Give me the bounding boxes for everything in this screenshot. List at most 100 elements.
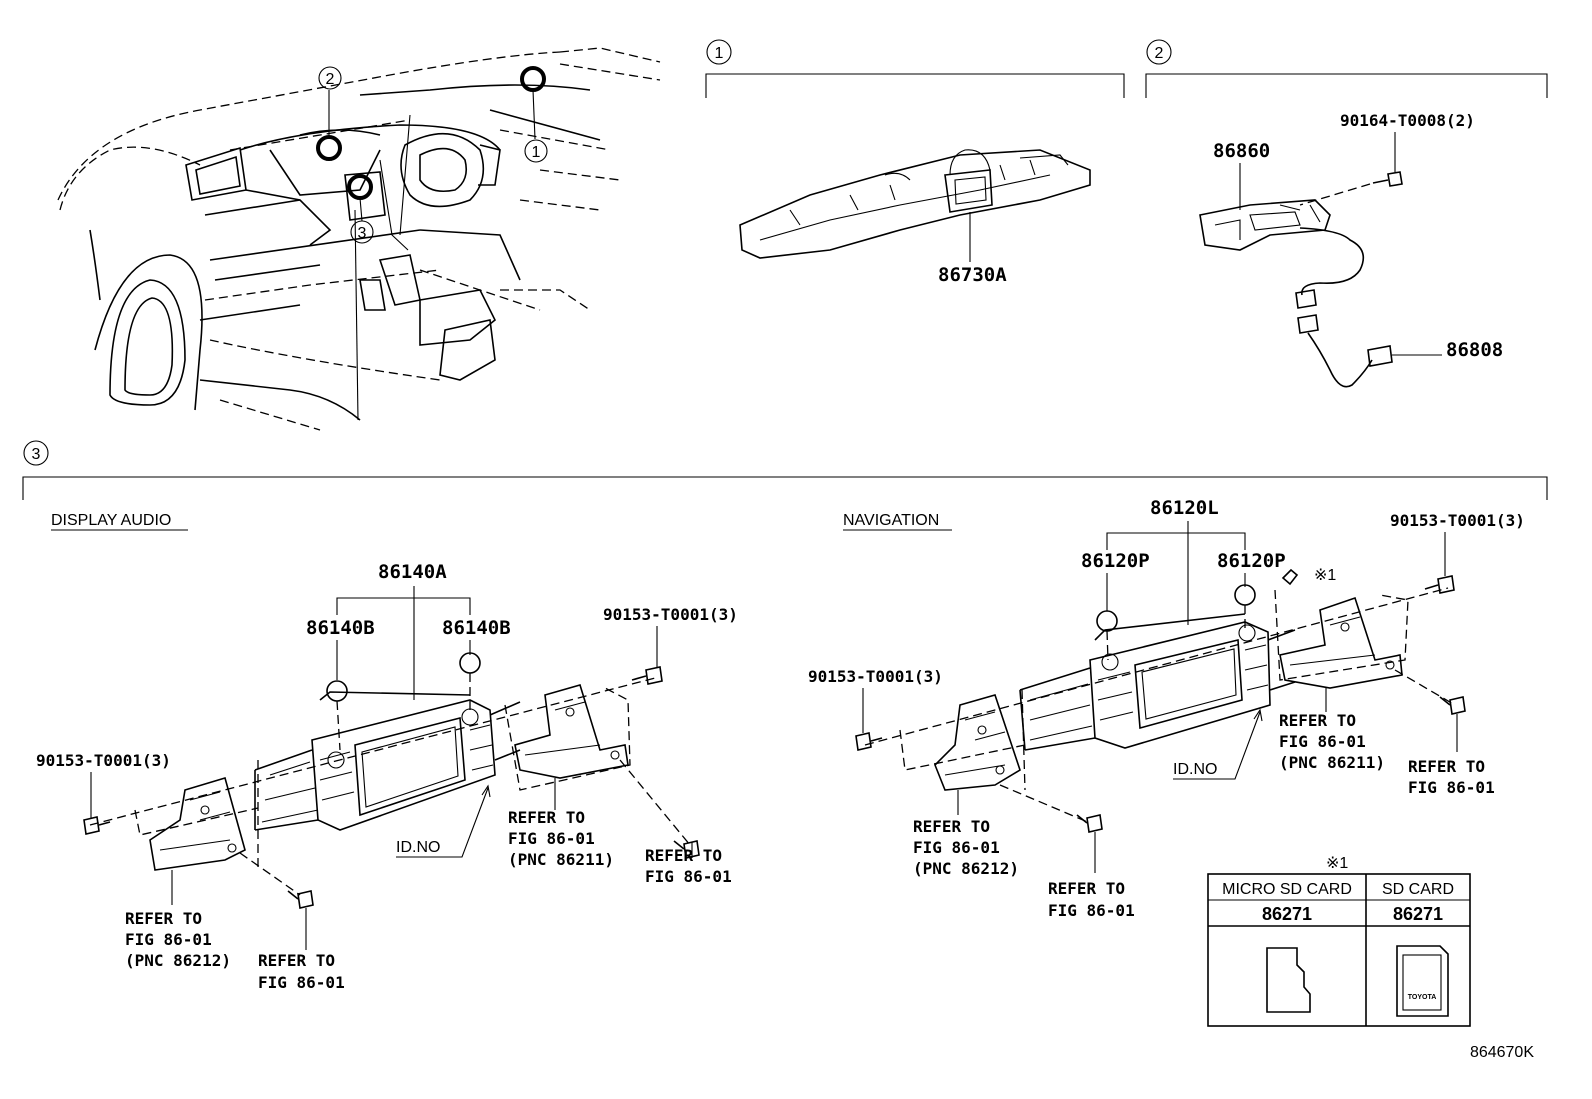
vehicle-interior-illustration (57, 47, 661, 431)
bracket-da-right-illustration (514, 684, 629, 779)
svg-text:FIG 86-01: FIG 86-01 (1048, 901, 1135, 920)
knob-86140B-right (459, 652, 481, 674)
id-no-nav: ID.NO (1173, 761, 1217, 778)
bolt-nav-right (1424, 575, 1455, 594)
location-marker-3 (347, 174, 373, 200)
part-90153-nav-right: 90153-T0001(3) (1390, 511, 1525, 530)
knob-86120P-right (1234, 584, 1256, 606)
overview-callout-1: 1 (524, 139, 548, 163)
knob-86120P-left (1096, 610, 1118, 632)
knob-86140B-left (326, 680, 348, 702)
part-90153-nav-left: 90153-T0001(3) (808, 667, 943, 686)
part-86120P-right: 86120P (1217, 550, 1286, 572)
id-no-da: ID.NO (396, 839, 440, 856)
svg-text:3: 3 (358, 225, 367, 242)
svg-text:FIG 86-01: FIG 86-01 (1408, 778, 1495, 797)
nav-axis-line (864, 587, 1449, 746)
svg-text:REFER TO: REFER TO (258, 951, 335, 970)
svg-text:FIG 86-01: FIG 86-01 (1279, 732, 1366, 751)
svg-text:3: 3 (32, 446, 41, 463)
bolt-90164 (1372, 171, 1403, 187)
ref-da-left: REFER TO FIG 86-01 (PNC 86212) (125, 909, 231, 970)
svg-text:REFER TO: REFER TO (1279, 711, 1356, 730)
part-86860: 86860 (1213, 140, 1270, 162)
part-86120P-left: 86120P (1081, 550, 1150, 572)
part-90164-T0008: 90164-T0008(2) (1340, 111, 1475, 130)
part-86140A: 86140A (378, 561, 447, 583)
svg-text:FIG 86-01: FIG 86-01 (125, 930, 212, 949)
bolt-da-right (631, 666, 663, 685)
bracket-nav-right-illustration (1279, 596, 1403, 689)
ref-nav-left: REFER TO FIG 86-01 (PNC 86212) (913, 817, 1019, 878)
bracket-da-left-illustration (149, 776, 246, 871)
svg-text:FIG 86-01: FIG 86-01 (645, 867, 732, 886)
svg-text:(PNC 86211): (PNC 86211) (508, 850, 614, 869)
navigation-unit-illustration (1019, 613, 1296, 751)
location-marker-1 (520, 66, 546, 92)
micro-sd-card-icon (1266, 947, 1311, 1013)
part-86120L: 86120L (1150, 497, 1219, 519)
navigation-heading: NAVIGATION (843, 512, 939, 529)
svg-text:(PNC 86212): (PNC 86212) (913, 859, 1019, 878)
card-table-mark: ※1 (1326, 855, 1348, 872)
section-1-callout: 1 (706, 39, 732, 65)
part-86271-sd: 86271 (1393, 904, 1443, 924)
part-90153-da-left: 90153-T0001(3) (36, 751, 171, 770)
bracket-86860-illustration (1199, 199, 1393, 388)
figure-id: 864670K (1470, 1044, 1534, 1061)
svg-text:2: 2 (1155, 45, 1164, 62)
header-micro-sd: MICRO SD CARD (1222, 881, 1352, 898)
section-3-callout: 3 (23, 440, 49, 466)
ref-nav-bolt-right: REFER TO FIG 86-01 (1408, 757, 1495, 797)
bolt-nav-left (855, 732, 883, 751)
part-86730A: 86730A (938, 264, 1007, 286)
location-marker-2 (316, 135, 342, 161)
svg-text:(PNC 86211): (PNC 86211) (1279, 753, 1385, 772)
part-90153-da-right: 90153-T0001(3) (603, 605, 738, 624)
svg-text:1: 1 (532, 144, 541, 161)
ref-da-bolt-right: REFER TO FIG 86-01 (645, 846, 732, 886)
module-86730A-illustration (739, 149, 1091, 259)
section-2-callout: 2 (1146, 39, 1172, 65)
section-1-bracket (705, 73, 1125, 98)
sd-card-table: MICRO SD CARD SD CARD 86271 86271 TOYOTA (1207, 873, 1471, 1027)
bracket-nav-left-illustration (934, 694, 1021, 791)
section-2-bracket (1145, 73, 1548, 98)
da-axis-line (89, 677, 656, 826)
bolt-da-bottom-left (287, 890, 314, 909)
ref-da-bolt-left: REFER TO FIG 86-01 (258, 951, 345, 992)
svg-text:REFER TO: REFER TO (1048, 879, 1125, 898)
svg-text:FIG 86-01: FIG 86-01 (258, 973, 345, 992)
part-86140B-left: 86140B (306, 617, 375, 639)
display-audio-heading: DISPLAY AUDIO (51, 512, 171, 529)
bolt-nav-bottom-right (1439, 696, 1466, 715)
svg-text:REFER TO: REFER TO (1408, 757, 1485, 776)
part-86271-micro: 86271 (1262, 904, 1312, 924)
svg-text:REFER TO: REFER TO (125, 909, 202, 928)
bolt-nav-bottom-left (1076, 814, 1103, 833)
svg-text:(PNC 86212): (PNC 86212) (125, 951, 231, 970)
ref-da-right: REFER TO FIG 86-01 (PNC 86211) (508, 808, 614, 869)
bolt-da-left (83, 816, 111, 835)
overview-callout-3: 3 (350, 220, 374, 244)
part-86140B-right: 86140B (442, 617, 511, 639)
svg-text:1: 1 (715, 45, 724, 62)
header-sd: SD CARD (1382, 881, 1454, 898)
section-3-bracket (22, 476, 1548, 500)
ref-nav-bolt-left: REFER TO FIG 86-01 (1048, 879, 1135, 920)
leader-86140A (336, 586, 471, 700)
svg-text:REFER TO: REFER TO (645, 846, 722, 865)
svg-text:FIG 86-01: FIG 86-01 (508, 829, 595, 848)
overview-callout-2: 2 (318, 66, 342, 90)
toyota-logo-text: TOYOTA (1408, 994, 1437, 1001)
part-86808: 86808 (1446, 339, 1503, 361)
svg-text:REFER TO: REFER TO (508, 808, 585, 827)
bolt-da-bottom-right (673, 840, 700, 859)
ref-nav-right: REFER TO FIG 86-01 (PNC 86211) (1279, 711, 1385, 772)
svg-text:FIG 86-01: FIG 86-01 (913, 838, 1000, 857)
svg-text:2: 2 (326, 71, 335, 88)
note-mark-nav: ※1 (1314, 567, 1336, 584)
leader-86120L (1106, 521, 1246, 625)
svg-text:REFER TO: REFER TO (913, 817, 990, 836)
